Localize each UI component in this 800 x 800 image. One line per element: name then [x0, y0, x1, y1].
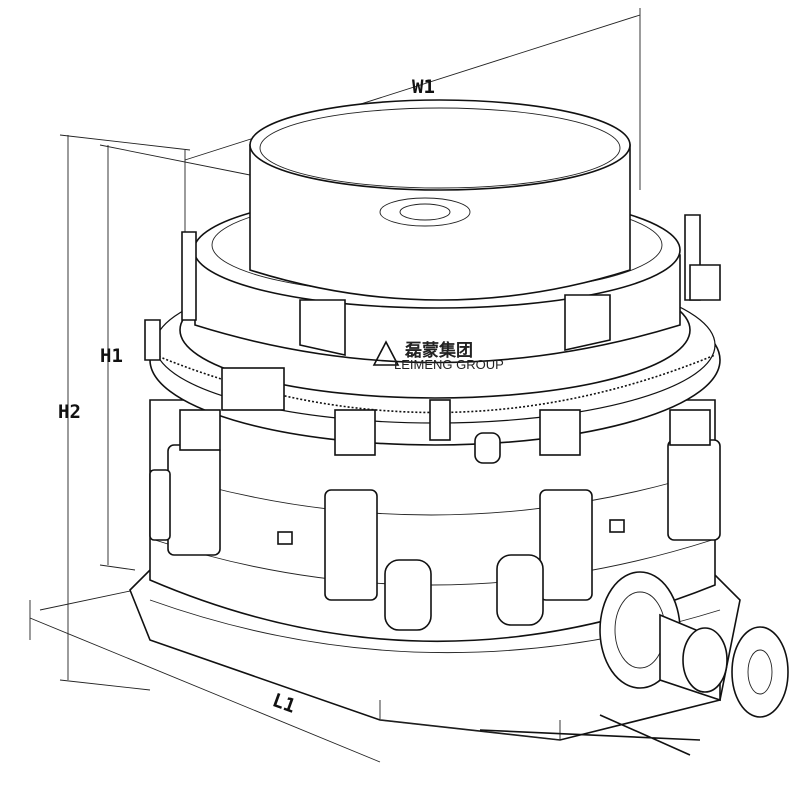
dimension-h2-label: H2 [58, 401, 81, 423]
dimension-l1-label: L1 [269, 689, 298, 718]
dimension-lines [29, 8, 641, 763]
dimension-w1-label: W1 [412, 76, 435, 98]
leimeng-logo: 磊蒙集团 LEIMENG GROUP [372, 340, 504, 372]
nameplate-left [277, 531, 293, 545]
drive-shaft [479, 571, 789, 756]
dimension-h1-label: H1 [100, 345, 123, 367]
logo-english-text: LEIMENG GROUP [394, 357, 504, 372]
logo-chinese-text: 磊蒙集团 [404, 340, 473, 361]
hydraulic-cylinders [149, 399, 721, 631]
nameplate-right [609, 519, 625, 533]
